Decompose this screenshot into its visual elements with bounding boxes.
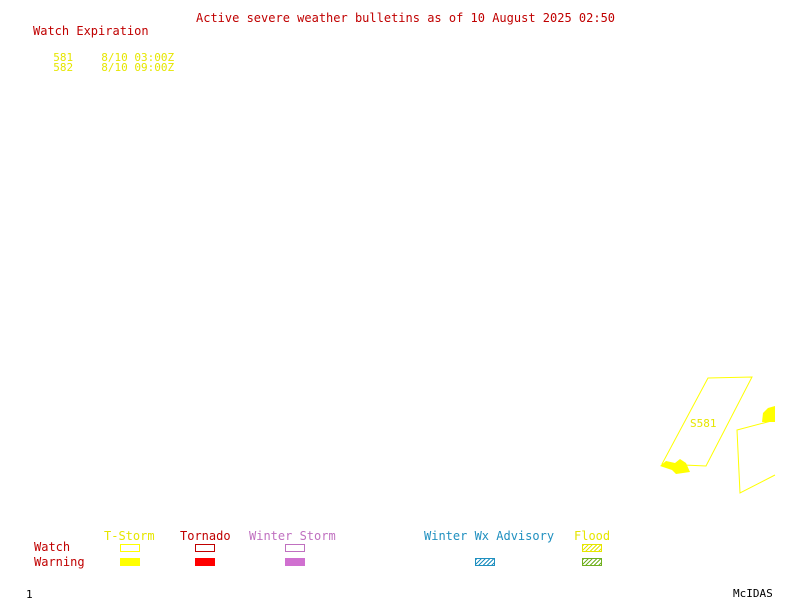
watch-expiration-row: 581 8/10 03:00Z (40, 41, 174, 63)
watch-expiry-time: 8/10 03:00Z (101, 51, 175, 64)
watch-expiry-time: 8/10 09:00Z (101, 61, 175, 74)
legend-header-winter-wx-advisory: Winter Wx Advisory (424, 529, 555, 543)
frame-number: 1 (26, 588, 33, 601)
tornado-watch-swatch (195, 544, 215, 552)
legend-header-tstorm: T-Storm (104, 529, 155, 543)
bulletin-title: Active severe weather bulletins as of 10… (196, 11, 616, 25)
tstorm-warning-area[interactable] (762, 406, 775, 422)
tstorm-warning-swatch (120, 558, 140, 566)
legend-row-warning: Warning (34, 555, 85, 569)
winter-storm-watch-swatch (285, 544, 305, 552)
tstorm-watch-swatch (120, 544, 140, 552)
flood-watch-swatch (582, 544, 602, 552)
flood-warning-swatch (582, 558, 602, 566)
tornado-warning-swatch (195, 558, 215, 566)
watch-expiration-row: 582 8/10 09:00Z (40, 51, 174, 73)
mcidas-brand: McIDAS (733, 587, 773, 600)
watch-polygon-partial[interactable] (736, 419, 776, 494)
watch-id: 582 (53, 61, 74, 74)
winter-storm-warning-swatch (285, 558, 305, 566)
watch-polygon-s581[interactable] (661, 376, 753, 467)
watch-id: 581 (53, 51, 74, 64)
tstorm-warning-area[interactable] (660, 459, 690, 474)
watch-label-s581: S581 (690, 417, 717, 430)
legend-row-watch: Watch (34, 540, 71, 554)
winter-wx-advisory-swatch (475, 558, 495, 566)
legend-header-flood: Flood (574, 529, 611, 543)
legend-header-tornado: Tornado (180, 529, 231, 543)
legend-header-winter-storm: Winter Storm (249, 529, 336, 543)
watch-expiration-title: Watch Expiration (33, 24, 149, 38)
